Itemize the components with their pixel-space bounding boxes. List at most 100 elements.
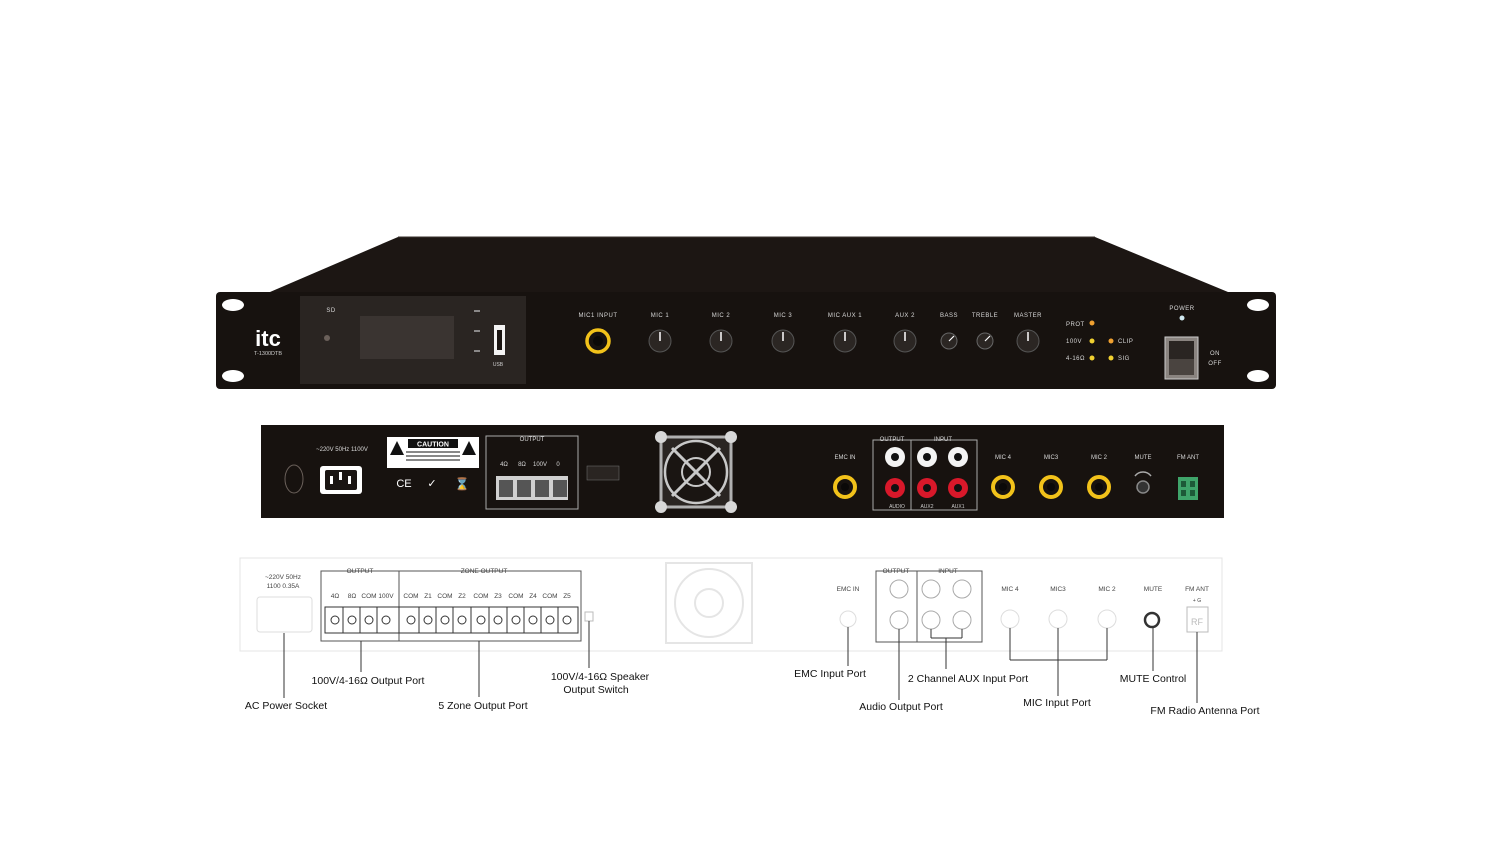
diagram-ac-top: ~220V 50Hz <box>265 574 301 581</box>
indicator-leds: PROT 100V 4-16Ω CLIP SIG <box>1066 320 1133 362</box>
4-16-led <box>1089 355 1095 361</box>
output-label: OUTPUT <box>520 437 545 443</box>
terminal-label-0: 0 <box>556 462 560 468</box>
emc-in-label: EMC IN <box>835 455 856 461</box>
off-label: OFF <box>1208 361 1222 367</box>
rca-label-audio: AUDIO <box>889 504 905 510</box>
rear-diagram: ~220V 50Hz 1100 0.35A OUTPUT ZONE OUTPUT… <box>239 557 1223 652</box>
diagram-zone-term: COM <box>542 593 557 600</box>
on-label: ON <box>1210 351 1220 357</box>
rack-hole <box>1247 370 1269 382</box>
diagram-mic3-label: MIC3 <box>1050 586 1066 593</box>
ce-mark-icon: CE <box>396 478 411 490</box>
cooling-fan <box>655 431 737 513</box>
diagram-zone-term: Z1 <box>424 593 432 600</box>
rear-mic2-label: MIC 2 <box>1091 455 1108 461</box>
diagram-zone-term: COM <box>473 593 488 600</box>
rack-hole <box>1247 299 1269 311</box>
diagram-ac-socket <box>256 596 313 633</box>
diagram-output-label: OUTPUT <box>347 568 374 575</box>
diagram-output-small: OUTPUT <box>883 568 910 575</box>
callout-speaker-switch-2: Output Switch <box>563 684 629 696</box>
100v-led <box>1089 338 1095 344</box>
callout-fm-antenna: FM Radio Antenna Port <box>1150 705 1259 717</box>
rca-label-aux2: AUX2 <box>920 504 933 510</box>
diagram-zone-term: Z2 <box>458 593 466 600</box>
diagram-fm-label: FM ANT <box>1185 586 1209 593</box>
power-led <box>1179 315 1185 321</box>
callout-ac-power: AC Power Socket <box>245 700 327 712</box>
rack-hole <box>222 299 244 311</box>
diagram-term-label: 8Ω <box>348 593 357 600</box>
rear-mic2-jack[interactable] <box>1087 475 1111 499</box>
rear-mic4-jack[interactable] <box>991 475 1015 499</box>
ac-label: ~220V 50Hz 1100V <box>316 447 368 453</box>
knob-label-mic1: MIC 1 <box>651 313 670 319</box>
diagram-mute-knob <box>1143 611 1161 629</box>
rear-mic4-label: MIC 4 <box>995 455 1012 461</box>
diagram-term-label: 100V <box>378 593 394 600</box>
knob-label-mic2: MIC 2 <box>712 313 731 319</box>
input-group-label: INPUT <box>934 437 952 443</box>
diagram-term-label: COM <box>361 593 376 600</box>
terminal-label-8ohm: 8Ω <box>518 462 526 468</box>
knob-label-aux2: AUX 2 <box>895 313 915 319</box>
output-terminal-group <box>485 435 579 510</box>
mute-control-knob[interactable] <box>1136 480 1150 494</box>
diagram-zone-term: COM <box>437 593 452 600</box>
knob-label-treble: TREBLE <box>972 313 998 319</box>
callout-mic-input: MIC Input Port <box>1023 697 1091 709</box>
callout-labels: AC Power Socket 100V/4-16Ω Output Port 5… <box>245 668 1260 717</box>
diagram-input-rca <box>916 570 983 643</box>
lcd-display <box>360 316 454 359</box>
model-label: T-1300DTB <box>254 351 282 357</box>
usb-label: USB <box>493 362 504 368</box>
callout-audio-output: Audio Output Port <box>859 701 943 713</box>
rear-mic3-jack[interactable] <box>1039 475 1063 499</box>
diagram-mute-label: MUTE <box>1144 586 1163 593</box>
speaker-output-switch[interactable] <box>586 465 620 481</box>
diagram-ac-bottom: 1100 0.35A <box>267 583 300 590</box>
fm-ant-label: FM ANT <box>1177 455 1199 461</box>
diagram-fan <box>665 562 753 644</box>
power-label: POWER <box>1169 306 1194 312</box>
knob-label-mic-aux1: MIC AUX 1 <box>828 313 862 319</box>
caution-label: CAUTION <box>417 442 449 449</box>
diagram-zone-group <box>398 570 582 642</box>
indicator-label-sig: SIG <box>1118 356 1130 362</box>
chassis-top <box>270 237 1228 292</box>
diagram-rf-label: RF <box>1191 617 1203 627</box>
output-group-label: OUTPUT <box>880 437 905 443</box>
rack-hole <box>222 370 244 382</box>
front-panel: itc T-1300DTB SD USB MIC1 INPUT MIC 1 MI… <box>216 236 1276 389</box>
diagram-zone-term: COM <box>508 593 523 600</box>
sd-label: SD <box>326 308 336 314</box>
diagram-mic4-label: MIC 4 <box>1001 586 1019 593</box>
knob-group: MIC 1 MIC 2 MIC 3 MIC AUX 1 AUX 2 BASS T… <box>648 313 1042 353</box>
diagram-emc-label: EMC IN <box>837 586 860 593</box>
clip-led <box>1108 338 1114 344</box>
callout-lines <box>283 621 1198 703</box>
terminal-label-100v: 100V <box>533 462 547 468</box>
rohs-mark-icon: ✓ <box>427 478 436 490</box>
rear-mic3-label: MIC3 <box>1044 455 1059 461</box>
callout-output-port: 100V/4-16Ω Output Port <box>312 675 425 687</box>
mic-input-jack[interactable] <box>585 328 611 354</box>
diagram-zone-label: ZONE OUTPUT <box>461 568 508 575</box>
diagram-outline <box>239 557 1223 652</box>
callout-speaker-switch-1: 100V/4-16Ω Speaker <box>551 671 650 683</box>
brand-logo: itc <box>255 326 281 351</box>
mic-input-label: MIC1 INPUT <box>578 313 617 319</box>
indicator-label-clip: CLIP <box>1118 339 1133 345</box>
callout-aux-input: 2 Channel AUX Input Port <box>908 673 1028 685</box>
diagram-term-label: 4Ω <box>331 593 340 600</box>
fm-antenna-terminal[interactable] <box>1178 477 1198 500</box>
indicator-label-100v: 100V <box>1066 339 1082 345</box>
diagram-mic2-label: MIC 2 <box>1098 586 1116 593</box>
diagram-zone-term: COM <box>403 593 418 600</box>
callout-emc-input: EMC Input Port <box>794 668 866 680</box>
indicator-label-prot: PROT <box>1066 322 1085 328</box>
diagram-zone-term: Z4 <box>529 593 537 600</box>
emc-input-jack[interactable] <box>833 475 857 499</box>
